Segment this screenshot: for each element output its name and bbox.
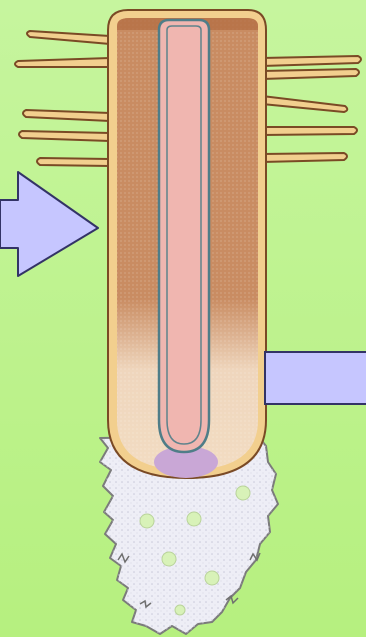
sloughed-cell	[175, 605, 185, 615]
sloughed-cell	[187, 512, 201, 526]
root-hair	[262, 127, 357, 135]
sloughed-cell	[162, 552, 176, 566]
sloughed-cell	[236, 486, 250, 500]
sloughed-cell	[140, 514, 154, 528]
right-label-box	[265, 352, 366, 404]
root-hair	[262, 153, 347, 162]
sloughed-cell	[205, 571, 219, 585]
root-hair	[37, 158, 110, 166]
